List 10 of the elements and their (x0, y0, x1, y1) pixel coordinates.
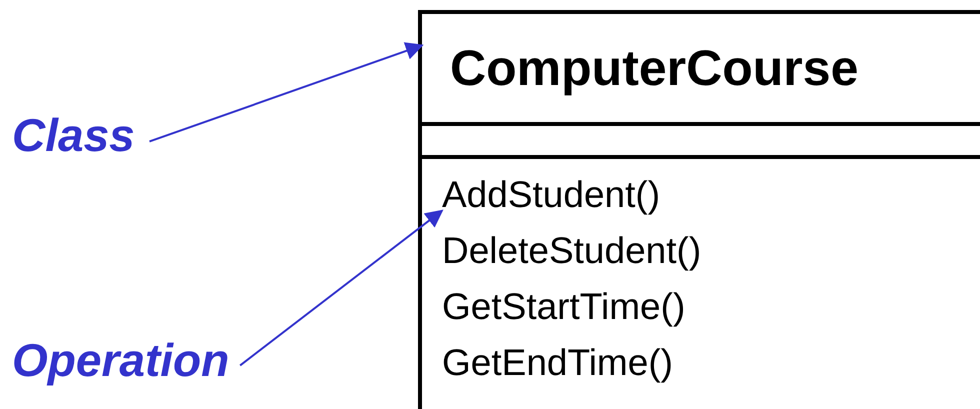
class-name-compartment: ComputerCourse (422, 14, 980, 126)
operation-text: DeleteStudent() (442, 223, 702, 279)
operation-text: GetStartTime() (442, 279, 686, 335)
leader-arrow (240, 210, 444, 366)
class-box (418, 10, 980, 409)
leader-arrow (149, 42, 424, 142)
operation-text: AddStudent() (442, 167, 660, 223)
callout-label: Class (12, 108, 135, 162)
operation-text: GetEndTime() (442, 335, 673, 391)
callout-label: Operation (12, 333, 230, 387)
